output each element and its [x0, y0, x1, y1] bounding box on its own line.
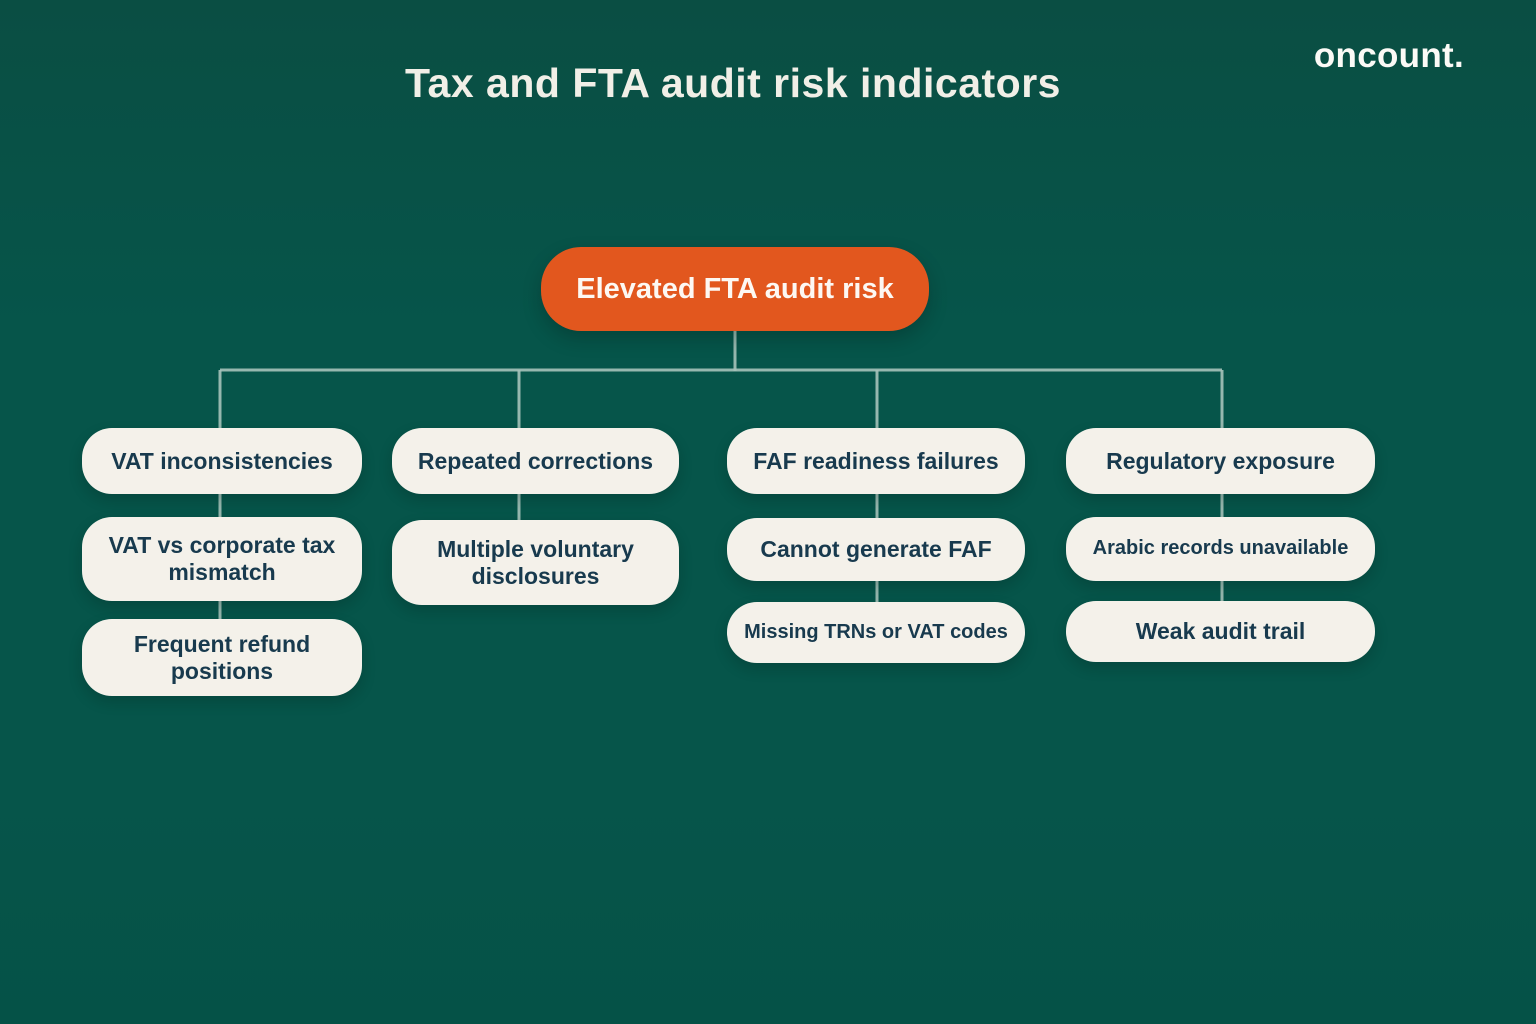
node-weak-audit-trail: Weak audit trail	[1066, 601, 1375, 662]
node-regulatory-exposure: Regulatory exposure	[1066, 428, 1375, 494]
node-multiple-voluntary-disclosures: Multiple voluntary disclosures	[392, 520, 679, 605]
node-arabic-records-unavailable: Arabic records unavailable	[1066, 517, 1375, 581]
page-title: Tax and FTA audit risk indicators	[405, 60, 1061, 106]
root-node-elevated-fta-audit-risk: Elevated FTA audit risk	[541, 247, 929, 331]
node-faf-readiness-failures: FAF readiness failures	[727, 428, 1025, 494]
node-cannot-generate-faf: Cannot generate FAF	[727, 518, 1025, 581]
node-vat-vs-corporate-tax-mismatch: VAT vs corporate tax mismatch	[82, 517, 362, 601]
node-vat-inconsistencies: VAT inconsistencies	[82, 428, 362, 494]
node-repeated-corrections: Repeated corrections	[392, 428, 679, 494]
node-missing-trns-or-vat-codes: Missing TRNs or VAT codes	[727, 602, 1025, 663]
brand-logo: oncount.	[1313, 36, 1464, 75]
node-frequent-refund-positions: Frequent refund positions	[82, 619, 362, 696]
